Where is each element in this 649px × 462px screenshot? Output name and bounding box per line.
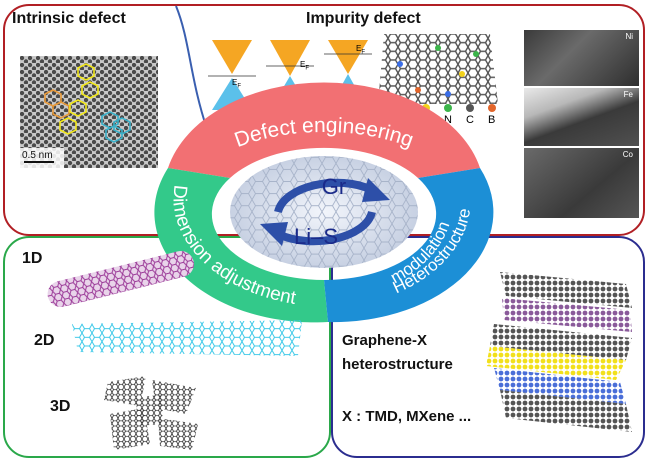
micro-label-co: Co (622, 150, 633, 159)
micrograph-fe (524, 88, 639, 146)
intrinsic-defect-title: Intrinsic defect (12, 10, 126, 27)
fermi-label-1: EF (232, 78, 242, 90)
micro-label-ni: Ni (625, 32, 633, 41)
micrograph-ni (524, 30, 639, 86)
scale-bar-label: 0.5 nm (22, 150, 53, 161)
ring-segment-right (324, 168, 494, 323)
hetero-line-1: Graphene-X (342, 332, 428, 349)
label-2d: 2D (34, 332, 55, 349)
metal-micrograph-stack: Ni Fe Co (524, 30, 639, 218)
hetero-line-3: X : TMD, MXene ... (342, 408, 472, 425)
center-label-gr: Gr (322, 174, 346, 199)
legend-b: B (488, 114, 496, 126)
graphene-sheet-2d (72, 320, 302, 356)
micro-label-fe: Fe (623, 90, 633, 99)
cycle-arrow-bottom (276, 210, 376, 246)
ring-segment-top (168, 82, 480, 178)
label-1d: 1D (22, 250, 43, 267)
heterostructure-model (486, 272, 632, 432)
legend-n: N (444, 114, 452, 126)
legend-c: C (466, 114, 474, 126)
cycle-arrow-top (274, 178, 374, 214)
center-label-lis: Li–S (294, 224, 338, 249)
hetero-line-2: heterostructure (342, 356, 453, 373)
intrinsic-defect-micrograph (20, 56, 158, 168)
fermi-label-3: EF (356, 44, 366, 56)
fermi-label-2: EF (300, 60, 310, 72)
graphene-foam-3d (100, 374, 204, 454)
ring-segment-left (154, 168, 328, 323)
doped-graphene-lattice (378, 34, 498, 104)
micrograph-co (524, 148, 639, 218)
nanotube-1d (47, 251, 194, 308)
label-3d: 3D (50, 398, 71, 415)
impurity-defect-title: Impurity defect (306, 10, 421, 27)
